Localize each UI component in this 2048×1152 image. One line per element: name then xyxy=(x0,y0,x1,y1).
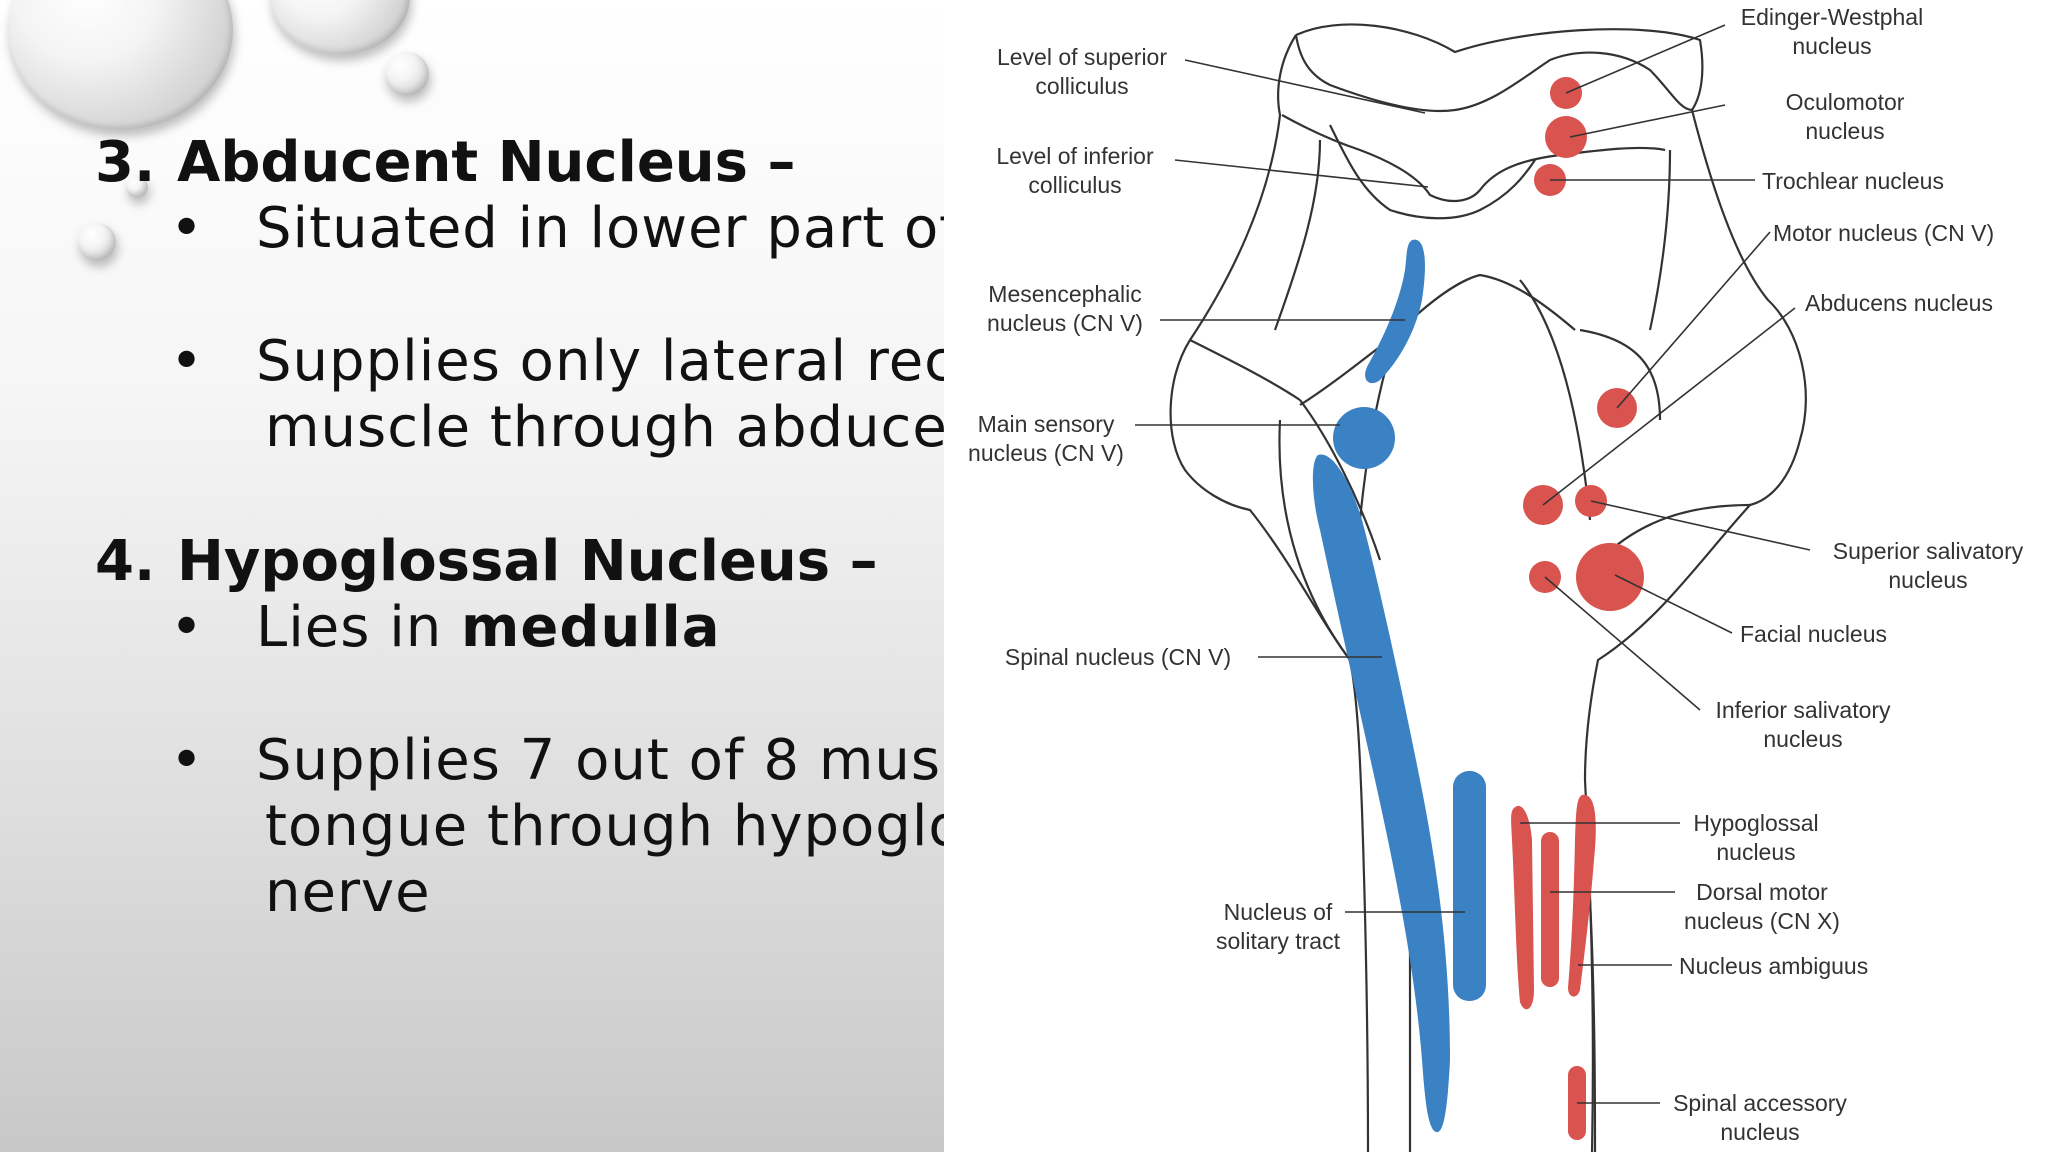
sensory-nuclei xyxy=(1312,239,1486,1133)
label-spinal-nucleus: Spinal nucleus (CN V) xyxy=(1005,644,1231,670)
bullet-item: • Lies in medulla xyxy=(170,595,721,660)
bullet-continuation: tongue through hypoglos xyxy=(265,794,944,859)
water-drop-decoration xyxy=(385,52,429,96)
label-inf-salivatory-1: Inferior salivatory xyxy=(1715,697,1891,723)
mesencephalic-nucleus xyxy=(1365,239,1425,384)
label-main-sensory-2: nucleus (CN V) xyxy=(968,440,1124,466)
label-superior-colliculus-2: colliculus xyxy=(1035,73,1128,99)
water-drop-decoration xyxy=(78,223,116,261)
label-oculomotor-2: nucleus xyxy=(1805,118,1884,144)
label-trochlear: Trochlear nucleus xyxy=(1762,168,1944,194)
section-number: 3. xyxy=(95,130,156,195)
label-edinger-1: Edinger-Westphal xyxy=(1741,4,1923,30)
diagram-svg: Level of superior colliculus Level of in… xyxy=(968,4,2024,1152)
slide-text-area: 3. Abducent Nucleus – • Situated in lower … xyxy=(0,0,944,1152)
bullet-symbol: • xyxy=(170,728,205,793)
section-heading-abducent: 3. Abducent Nucleus – xyxy=(95,130,796,195)
label-sup-salivatory-1: Superior salivatory xyxy=(1833,538,2024,564)
bullet-item: • Supplies only lateral rectu xyxy=(170,329,944,394)
bullet-symbol: • xyxy=(170,329,205,394)
brainstem-nuclei-diagram: Level of superior colliculus Level of in… xyxy=(944,0,2048,1152)
bullet-continuation: nerve xyxy=(265,860,431,925)
label-hypoglossal-2: nucleus xyxy=(1716,839,1795,865)
label-edinger-2: nucleus xyxy=(1792,33,1871,59)
bullet-symbol: • xyxy=(170,595,205,660)
label-solitary-2: solitary tract xyxy=(1216,928,1341,954)
bullet-text: Situated in lower part of xyxy=(256,196,944,261)
label-spinal-accessory-2: nucleus xyxy=(1720,1119,1799,1145)
bullet-item: •Situated in lower part of p xyxy=(170,196,944,261)
oculomotor-nucleus xyxy=(1545,116,1587,158)
solitary-tract-nucleus xyxy=(1453,771,1486,1001)
label-inf-salivatory-2: nucleus xyxy=(1763,726,1842,752)
label-oculomotor-1: Oculomotor xyxy=(1786,89,1905,115)
label-main-sensory-1: Main sensory xyxy=(978,411,1115,437)
brainstem-outline xyxy=(1169,23,1807,1152)
section-title: Abducent Nucleus – xyxy=(177,130,796,195)
bullet-symbol: • xyxy=(170,196,205,261)
label-mesencephalic-1: Mesencephalic xyxy=(988,281,1141,307)
spinal-nucleus-cnv xyxy=(1312,454,1450,1133)
leader-lines xyxy=(1135,24,1811,1104)
label-dorsal-motor-2: nucleus (CN X) xyxy=(1684,908,1840,934)
nucleus-ambiguus xyxy=(1568,794,1596,997)
bullet-text: Supplies 7 out of 8 muscl xyxy=(256,728,944,793)
label-abducens: Abducens nucleus xyxy=(1805,290,1993,316)
label-inferior-colliculus-1: Level of inferior xyxy=(996,143,1154,169)
label-facial: Facial nucleus xyxy=(1740,621,1887,647)
bullet-text: Lies in xyxy=(256,595,462,660)
facial-nucleus xyxy=(1576,543,1644,611)
label-inferior-colliculus-2: colliculus xyxy=(1028,172,1121,198)
water-drop-decoration xyxy=(126,176,148,198)
label-dorsal-motor-1: Dorsal motor xyxy=(1696,879,1828,905)
section-heading-hypoglossal: 4. Hypoglossal Nucleus – xyxy=(95,529,878,594)
label-ambiguus: Nucleus ambiguus xyxy=(1679,953,1868,979)
section-title: Hypoglossal Nucleus – xyxy=(177,529,878,594)
label-sup-salivatory-2: nucleus xyxy=(1888,567,1967,593)
label-solitary-1: Nucleus of xyxy=(1224,899,1333,925)
label-hypoglossal-1: Hypoglossal xyxy=(1693,810,1818,836)
bullet-continuation: muscle through abducent xyxy=(265,395,944,460)
label-motor-cnv: Motor nucleus (CN V) xyxy=(1773,220,1994,246)
motor-nuclei xyxy=(1511,77,1644,1140)
label-spinal-accessory-1: Spinal accessory xyxy=(1673,1090,1847,1116)
dorsal-motor-nucleus xyxy=(1541,832,1559,987)
label-mesencephalic-2: nucleus (CN V) xyxy=(987,310,1143,336)
diagram-labels: Level of superior colliculus Level of in… xyxy=(968,4,2024,1145)
bullet-text: Supplies only lateral rectu xyxy=(256,329,944,394)
section-number: 4. xyxy=(95,529,156,594)
bullet-bold-text: medulla xyxy=(461,595,721,660)
label-superior-colliculus-1: Level of superior xyxy=(997,44,1167,70)
bullet-item: • Supplies 7 out of 8 muscl xyxy=(170,728,944,793)
main-sensory-nucleus xyxy=(1333,407,1395,469)
hypoglossal-nucleus xyxy=(1511,805,1534,1010)
